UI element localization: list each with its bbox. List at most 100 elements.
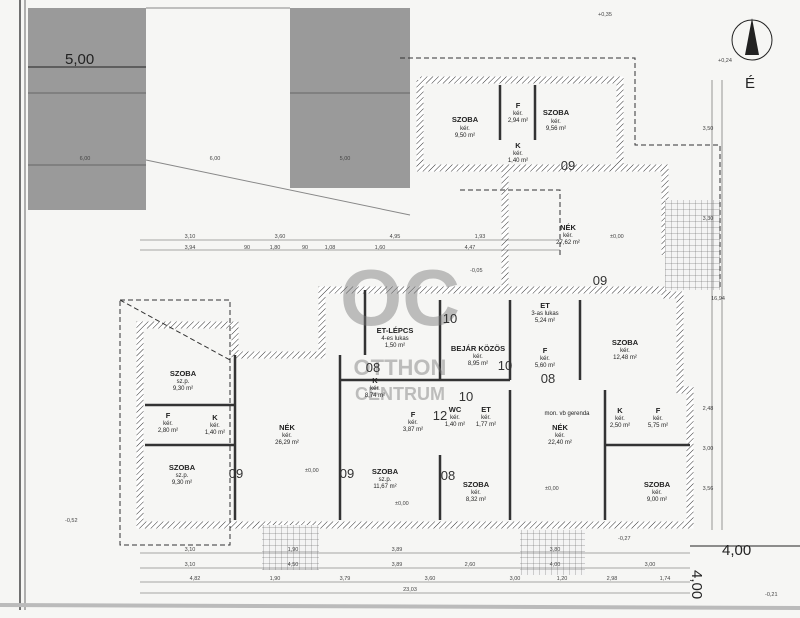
dimension-labels: 3,10 3,60 4,95 1,93 3,94 90 1,80 90 1,08… — [185, 126, 725, 593]
plan-text: kér. — [615, 416, 625, 422]
plan-text: 10 — [498, 358, 512, 373]
plan-text: kér. — [370, 386, 380, 392]
plan-text: 3,10 — [185, 562, 196, 568]
plan-text: ±0,00 — [305, 468, 319, 474]
plan-text: 3,56 — [703, 486, 714, 492]
plan-text: SZOBA — [169, 463, 196, 472]
offset-bottom-label: 4,00 — [688, 570, 705, 599]
plan-text: kér. — [653, 416, 663, 422]
plan-text: 3,10 — [185, 547, 196, 553]
plan-text: F — [516, 101, 521, 110]
plan-text: 09 — [593, 273, 607, 288]
plan-text: 3,00 — [510, 576, 521, 582]
plan-text: 26,29 m² — [275, 440, 299, 446]
plan-text: WC — [449, 405, 462, 414]
plan-text: ±0,00 — [545, 486, 559, 492]
dim-label: 6,00 — [210, 156, 221, 162]
plan-text: 11,67 m² — [373, 484, 396, 490]
plan-text: SZOBA — [644, 480, 671, 489]
plan-text: 3,89 — [392, 547, 403, 553]
plan-text: 12 — [433, 408, 447, 423]
plan-text: kér. — [555, 433, 565, 439]
plan-text: kér. — [450, 415, 460, 421]
plan-text: 12,48 m² — [613, 355, 637, 361]
plan-text: -0,52 — [65, 518, 78, 524]
plan-text: K — [372, 376, 378, 385]
plan-text: 1,93 — [475, 234, 486, 240]
plan-text: 2,50 m² — [610, 423, 630, 429]
plan-text: kér. — [563, 233, 573, 239]
plan-text: 9,56 m² — [546, 126, 566, 132]
plan-text: kér. — [408, 420, 418, 426]
plan-text: SZOBA — [372, 467, 399, 476]
beam-note: mon. vb gerenda — [544, 411, 590, 417]
plan-text: 9,30 m² — [173, 386, 193, 392]
plan-text: 4,00 — [550, 562, 561, 568]
plan-text: F — [411, 410, 416, 419]
dim-label: 5,00 — [340, 156, 351, 162]
plan-text: 10 — [459, 389, 473, 404]
plan-text: +0,35 — [598, 12, 612, 18]
plan-text: 1,40 m² — [508, 158, 528, 164]
dimension-lines — [140, 80, 800, 594]
plan-text: 08 — [541, 371, 555, 386]
plan-text: NÉK — [552, 423, 568, 432]
plan-text: sz.p. — [177, 379, 190, 385]
parking-area — [28, 7, 411, 216]
plan-text: OTTHON — [354, 355, 447, 380]
plan-text: 3,00 — [703, 446, 714, 452]
north-label: É — [745, 75, 755, 92]
plan-text: 2,60 — [465, 562, 476, 568]
plan-text: ET — [540, 301, 550, 310]
plan-text: kér. — [210, 423, 220, 429]
plan-text: 3-as lukas — [531, 311, 558, 317]
plan-text: 1,50 m² — [385, 343, 405, 349]
plan-text: 4,47 — [465, 245, 476, 251]
plan-text: NÉK — [279, 423, 295, 432]
plan-text: 3,87 m² — [403, 427, 423, 433]
plan-text: 9,00 m² — [647, 497, 667, 503]
plan-text: CENTRUM — [355, 384, 445, 404]
plan-text: 22,40 m² — [548, 440, 572, 446]
plan-text: kér. — [460, 126, 470, 132]
plan-text: 1,40 m² — [445, 422, 465, 428]
plan-text: SZOBA — [463, 480, 490, 489]
plan-text: 3,10 — [185, 234, 196, 240]
plan-text: NÉK — [560, 223, 576, 232]
plan-text: OC — [340, 253, 460, 342]
plan-text: 5,75 m² — [648, 423, 668, 429]
plan-text: 23,03 — [403, 587, 417, 593]
plan-text: kér. — [620, 348, 630, 354]
plan-text: 1,90 — [288, 547, 299, 553]
plan-text: SZOBA — [543, 108, 570, 117]
parking-width-label: 5,00 — [65, 51, 94, 68]
plan-text: 4,95 — [390, 234, 401, 240]
interior-walls — [145, 85, 690, 520]
plan-text: ET-LÉPCS — [377, 326, 414, 335]
plan-text: 10 — [443, 311, 457, 326]
plan-text: 3,89 — [392, 562, 403, 568]
dim-label: 6,00 — [80, 156, 91, 162]
terrace — [520, 530, 585, 575]
plan-text: 1,40 m² — [205, 430, 225, 436]
plan-text: SZOBA — [170, 369, 197, 378]
plan-text: 5,24 m² — [535, 318, 555, 324]
